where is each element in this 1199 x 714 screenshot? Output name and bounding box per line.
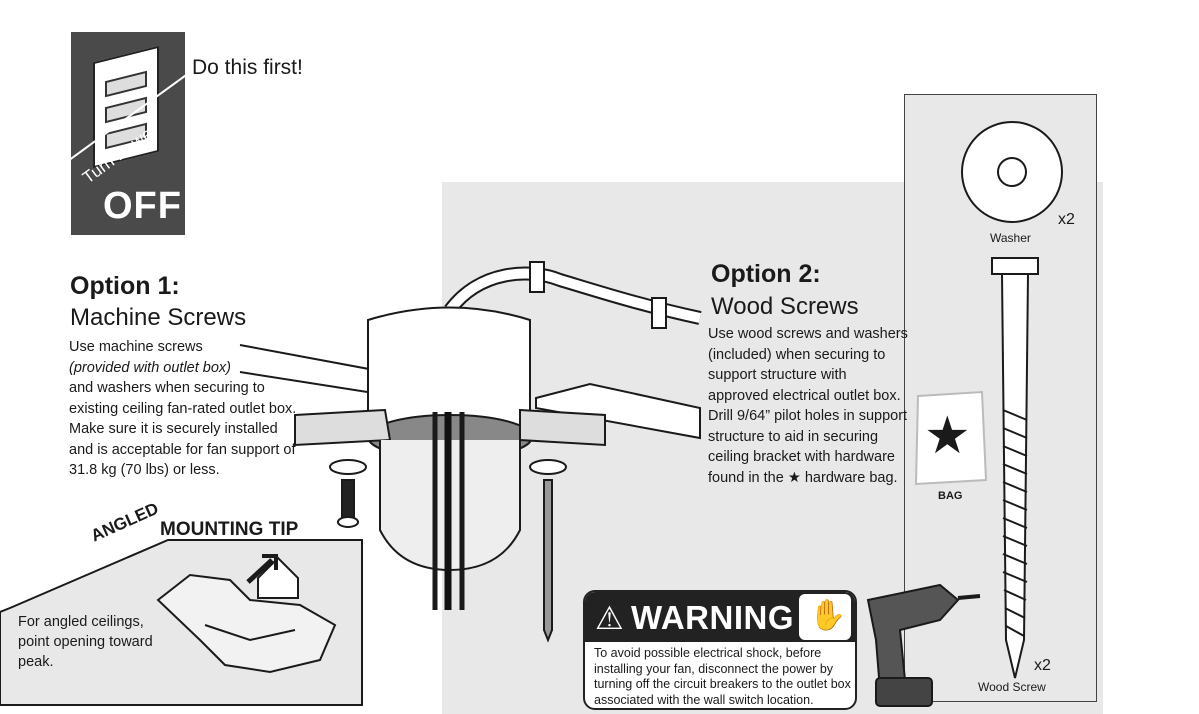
wood-screw-small xyxy=(543,479,553,643)
bag-label: BAG xyxy=(938,490,963,502)
warning-title: WARNING xyxy=(631,599,794,636)
bracket-left-arm xyxy=(294,408,392,447)
warning-header: ⚠ WARNING ✋ xyxy=(585,592,855,642)
warning-triangle-icon: ⚠ xyxy=(595,600,624,636)
option1-title: Option 1: xyxy=(70,272,180,300)
off-label: OFF xyxy=(103,185,182,227)
angled-bracket-icon xyxy=(156,573,337,674)
machine-screw xyxy=(341,479,355,519)
hardware-bag-icon xyxy=(914,390,988,486)
washer-right xyxy=(529,459,567,475)
ceiling-joist-right xyxy=(535,382,701,440)
option1-subtitle: Machine Screws xyxy=(70,304,247,331)
cable-clamp xyxy=(529,261,545,293)
warning-box: ⚠ WARNING ✋ To avoid possible electrical… xyxy=(583,590,857,710)
wood-screw-label: Wood Screw xyxy=(978,680,1046,694)
option1-line1: Use machine screws xyxy=(69,339,203,355)
drill-battery xyxy=(875,677,933,707)
washer-quantity: x2 xyxy=(1058,211,1075,228)
option2-body: Use wood screws and washers (included) w… xyxy=(708,324,908,488)
option1-italic-note: (provided with outlet box) xyxy=(69,359,231,376)
wood-screw-quantity: x2 xyxy=(1034,657,1051,674)
option2-subtitle: Wood Screws xyxy=(711,293,859,320)
wood-screw-head xyxy=(991,257,1039,275)
washer-hole xyxy=(997,157,1027,187)
arrow-up-icon xyxy=(246,558,274,584)
option1-body: Use machine screws (provided with outlet… xyxy=(69,337,299,481)
option2-body-end: hardware bag. xyxy=(800,469,898,486)
bracket-detail xyxy=(204,624,296,642)
turn-power-off-badge: Turn Power OFF xyxy=(71,32,185,235)
tip-body: For angled ceilings, point opening towar… xyxy=(18,614,153,670)
shock-hand-icon: ✋ xyxy=(809,599,847,632)
star-icon: ★ xyxy=(787,469,801,486)
option1-rest: and washers when securing to existing ce… xyxy=(69,380,297,478)
tip-mounting-label: MOUNTING TIP xyxy=(160,519,299,540)
option2-body-text: Use wood screws and washers (included) w… xyxy=(708,326,908,486)
cable-clamp xyxy=(651,297,667,329)
warning-text: To avoid possible electrical shock, befo… xyxy=(594,646,851,707)
arrow-head xyxy=(262,554,278,570)
drill-bit xyxy=(957,594,981,600)
machine-screw-head xyxy=(337,516,359,528)
bag-star-icon: ★ xyxy=(924,407,971,465)
drill-icon xyxy=(866,583,960,692)
shock-hazard-icon-box: ✋ xyxy=(799,594,851,640)
wood-screw-shank xyxy=(1000,273,1030,679)
screw-threads xyxy=(1002,409,1028,637)
ceiling-joist-left xyxy=(239,344,387,396)
option2-title: Option 2: xyxy=(711,260,821,288)
washer-left xyxy=(329,459,367,475)
bracket-right-arm xyxy=(519,408,606,447)
washer-label: Washer xyxy=(990,231,1031,245)
do-first-label: Do this first! xyxy=(192,56,303,79)
